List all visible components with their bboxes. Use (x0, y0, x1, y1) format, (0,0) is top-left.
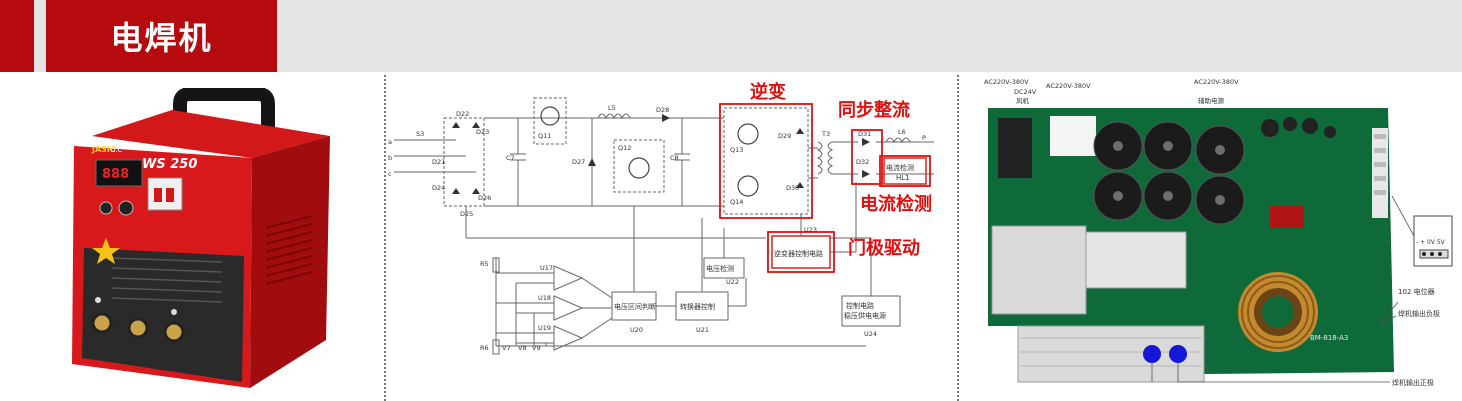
page-title: 电焊机 (110, 19, 213, 57)
box-current-detect: 电流检测 (886, 163, 914, 172)
label-L5: L5 (608, 104, 616, 112)
label-V7: V7 (502, 344, 511, 352)
pcb-label-ac2: AC220V-380V (1046, 82, 1091, 90)
label-R5: R5 (480, 260, 489, 268)
welder-tag-label: O.C (110, 146, 122, 154)
label-current-detect: 电流检测 (860, 193, 932, 215)
label-U19: U19 (538, 324, 551, 332)
pcb-image: AC220V-380V DC24V 风机 AC220V-380V AC220V-… (984, 78, 1453, 387)
label-D23: D23 (476, 128, 489, 136)
header-title-box: 电焊机 (46, 0, 277, 72)
label-U17: U17 (540, 264, 553, 272)
pcb-label-neg: 焊机输出负极 (1398, 309, 1440, 318)
box-voltage-detect: 电压检测 (706, 264, 734, 273)
pcb-label-pos: 焊机输出正极 (1392, 378, 1434, 387)
label-b: b (388, 154, 392, 162)
pcb-label-ac1: AC220V-380V (984, 78, 1029, 86)
pcb-board-code: BM-818-A3 (1310, 334, 1348, 342)
box-ctrl-power: 控制电路 (846, 301, 874, 310)
separator-left (384, 75, 386, 401)
label-U21: U21 (696, 326, 709, 334)
box-ctrl-power-2: 稳压供电电源 (844, 311, 886, 320)
label-D30: D30 (786, 184, 799, 192)
label-Q11: Q11 (538, 132, 551, 140)
label-R6: R6 (480, 344, 489, 352)
welder-brand-label: JASIC (91, 145, 116, 154)
welder-model-label: WS 250 (142, 157, 197, 172)
box-converter-ctrl: 转换器控制 (680, 302, 715, 311)
box-inverter-ctrl: 逆变器控制电路 (774, 249, 823, 258)
box-voltage-zone: 电压区间判断 (614, 302, 656, 311)
label-C8: C8 (670, 154, 679, 162)
svg-text:888: 888 (102, 167, 129, 182)
label-D31: D31 (858, 130, 871, 138)
label-Q14: Q14 (730, 198, 743, 206)
label-U18: U18 (538, 294, 551, 302)
pcb-label-pot-scale: - + 0V 5V (1416, 239, 1446, 246)
label-V8: V8 (518, 344, 527, 352)
label-L6: L6 (898, 128, 906, 136)
box-hl1: HL1 (896, 174, 910, 182)
pcb-label-dc24: DC24V (1014, 88, 1037, 96)
pcb-label-aux: 辅助电源 (1198, 96, 1225, 105)
label-U23: U23 (804, 226, 817, 234)
circuit-diagram: 逆变 同步整流 电流检测 门极驱动 电流检测 HL1 逆变器控制电路 电压检测 … (388, 81, 934, 355)
label-gate-drive: 门极驱动 (848, 237, 920, 259)
label-D27: D27 (572, 158, 585, 166)
label-C7: C7 (506, 154, 515, 162)
label-inverter: 逆变 (750, 81, 786, 103)
label-D25: D25 (460, 210, 473, 218)
pcb-label-pot: 102 电位器 (1398, 287, 1435, 296)
label-S3: S3 (416, 130, 424, 138)
label-c: c (388, 170, 392, 178)
label-U22: U22 (726, 278, 739, 286)
label-D26: D26 (478, 194, 491, 202)
label-U24: U24 (864, 330, 877, 338)
label-D24: D24 (432, 184, 445, 192)
label-D29: D29 (778, 132, 791, 140)
pcb-label-ac3: AC220V-380V (1194, 78, 1239, 86)
pcb-label-fan: 风机 (1016, 96, 1030, 105)
label-Q13: Q13 (730, 146, 743, 154)
label-T3: T3 (821, 130, 830, 138)
label-D21: D21 (432, 158, 445, 166)
label-Q12: Q12 (618, 144, 631, 152)
header-accent (0, 0, 34, 72)
label-U20: U20 (630, 326, 643, 334)
label-a: a (388, 138, 392, 146)
label-D28: D28 (656, 106, 669, 114)
label-sync-rect: 同步整流 (838, 99, 910, 121)
label-D22: D22 (456, 110, 469, 118)
label-P: P (922, 134, 926, 142)
label-D32: D32 (856, 158, 869, 166)
welder-image: 888 WS 250 JASIC O.C (72, 88, 330, 388)
label-V9: V9 (532, 344, 541, 352)
separator-right (957, 75, 959, 401)
